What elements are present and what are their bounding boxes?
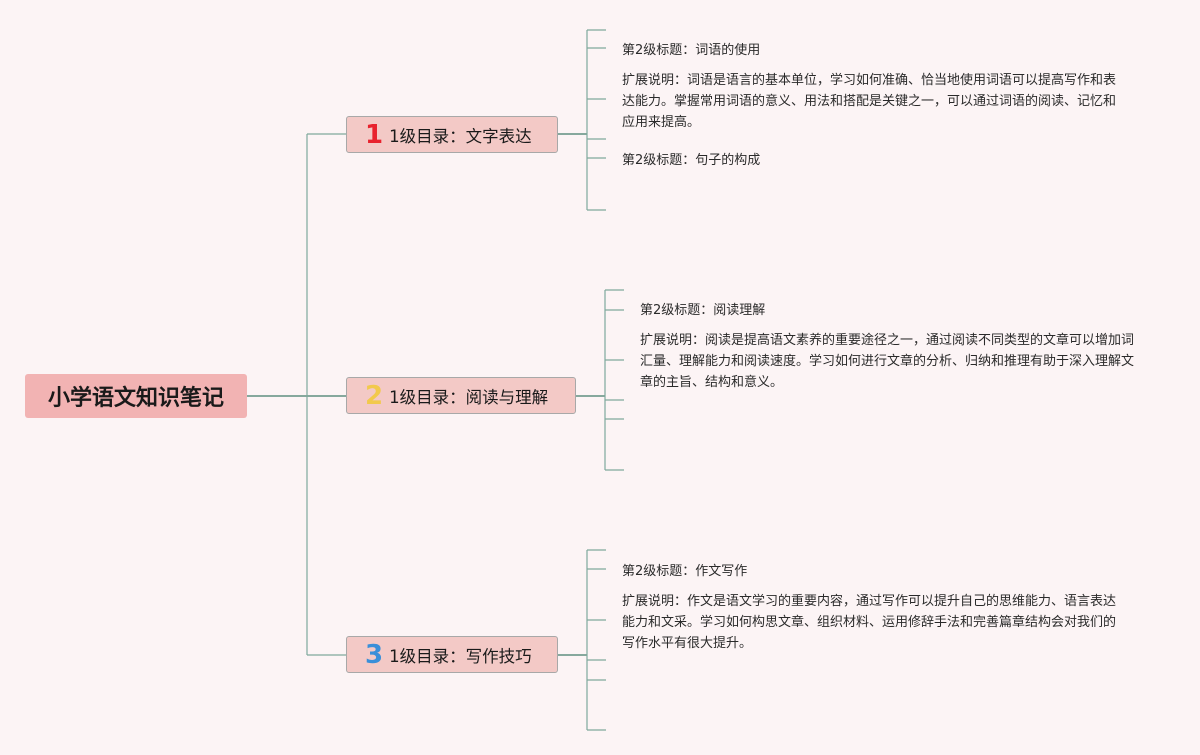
branch-node-3[interactable]: 3 1级目录：写作技巧 <box>346 636 558 673</box>
topic-title-3-1[interactable]: 第2级标题：作文写作 <box>622 564 748 579</box>
topic-desc-3-1[interactable]: 扩展说明：作文是语文学习的重要内容，通过写作可以提升自己的思维能力、语言表达能力… <box>622 594 1117 651</box>
topic-title-1-2[interactable]: 第2级标题：句子的构成 <box>622 153 761 168</box>
root-title: 小学语文知识笔记 <box>47 386 224 411</box>
branch-label-1: 1级目录：文字表达 <box>389 126 532 146</box>
topic-desc-2-1[interactable]: 扩展说明：阅读是提高语文素养的重要途径之一，通过阅读不同类型的文章可以增加词汇量… <box>640 333 1135 390</box>
branch-node-2[interactable]: 2 1级目录：阅读与理解 <box>346 377 576 414</box>
root-node[interactable]: 小学语文知识笔记 <box>25 374 247 418</box>
topic-title-1-1[interactable]: 第2级标题：词语的使用 <box>622 43 761 58</box>
branch-label-2: 1级目录：阅读与理解 <box>389 387 549 407</box>
topic-title-2-1[interactable]: 第2级标题：阅读理解 <box>640 303 766 318</box>
topic-desc-1-1[interactable]: 扩展说明：词语是语言的基本单位，学习如何准确、恰当地使用词语可以提高写作和表达能… <box>622 73 1117 130</box>
number-badge-1: 1 <box>365 119 384 150</box>
number-badge-3: 3 <box>365 639 384 670</box>
branch-node-1[interactable]: 1 1级目录：文字表达 <box>346 116 558 153</box>
number-badge-2: 2 <box>365 380 384 411</box>
branch-label-3: 1级目录：写作技巧 <box>389 646 532 666</box>
